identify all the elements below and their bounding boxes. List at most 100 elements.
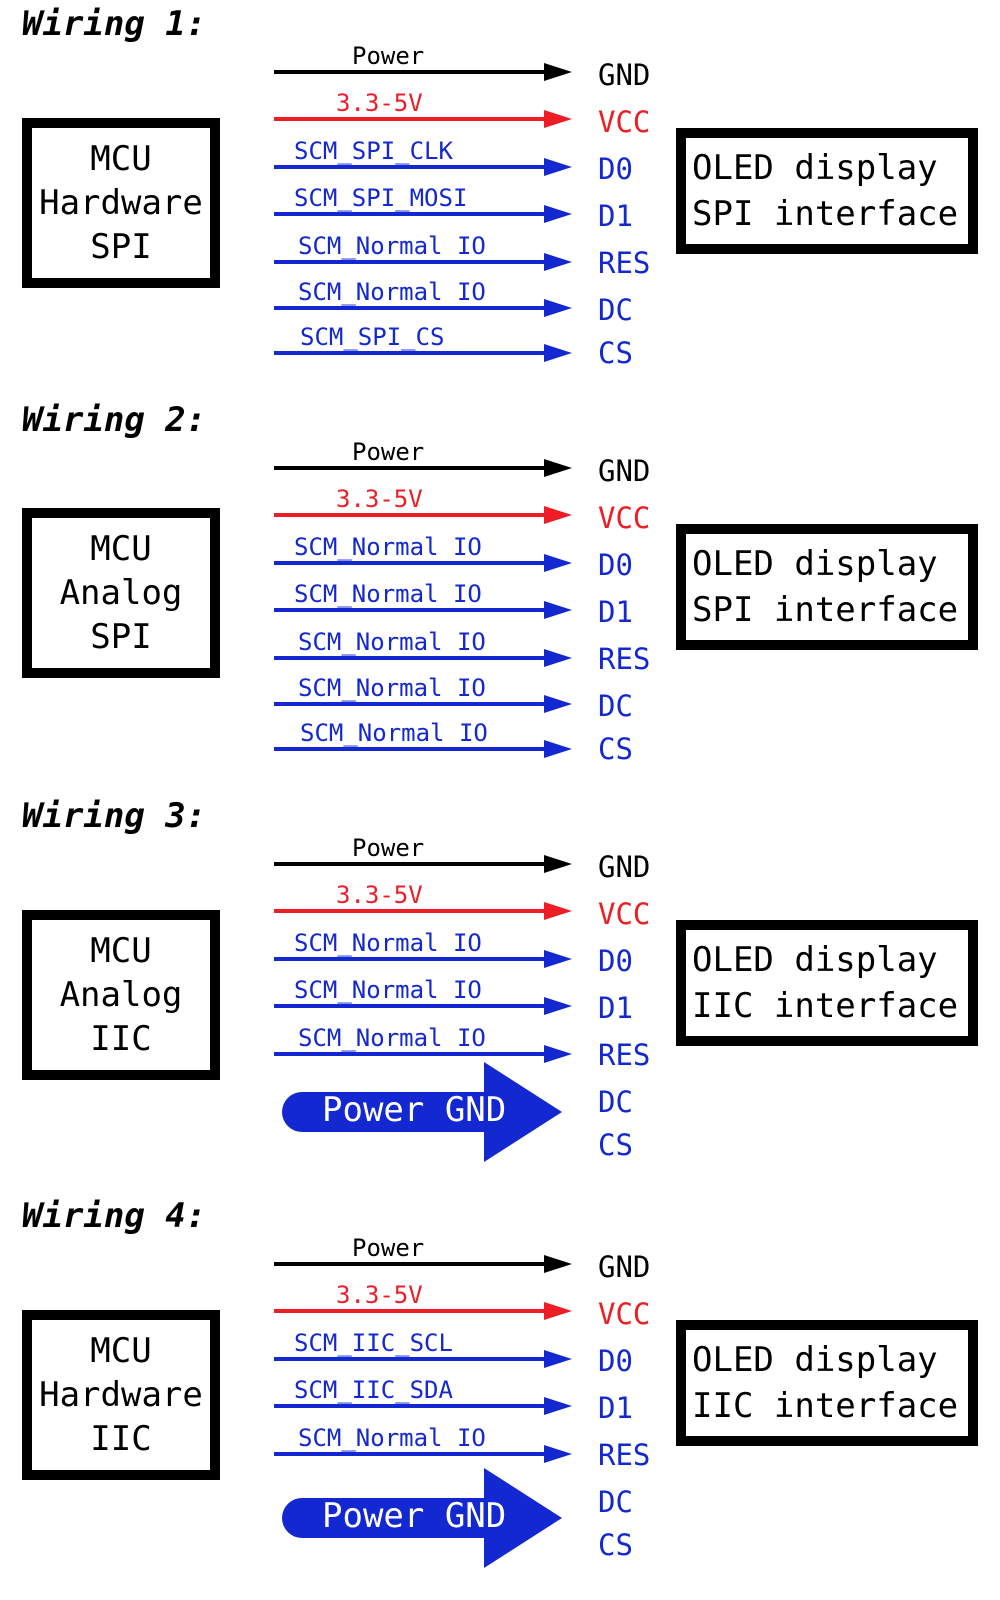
pin-label-gnd: GND xyxy=(598,454,651,488)
arrow-head-icon xyxy=(544,205,572,223)
arrow-line-icon xyxy=(274,253,572,271)
section-title: Wiring 1: xyxy=(22,4,207,44)
wire-arrow: SCM_Normal IO xyxy=(274,1424,574,1466)
arrow-head-icon xyxy=(544,344,572,362)
wire-arrow: 3.3-5V xyxy=(274,89,574,131)
arrow-head-icon xyxy=(544,63,572,81)
wire-arrow: SCM_Normal IO xyxy=(274,533,574,575)
arrow-head-icon xyxy=(544,695,572,713)
arrow-line-icon xyxy=(274,997,572,1015)
oled-box-line: OLED display xyxy=(692,1340,938,1380)
mcu-box-line: IIC xyxy=(90,1419,152,1459)
wire-arrow: SCM_Normal IO xyxy=(274,628,574,670)
pin-label-d0: D0 xyxy=(598,152,633,186)
pin-label-d1: D1 xyxy=(598,595,633,629)
arrow-head-icon xyxy=(544,158,572,176)
wire-arrow: SCM_IIC_SCL xyxy=(274,1329,574,1371)
pin-label-d0: D0 xyxy=(598,944,633,978)
wire-arrow: SCM_Normal IO xyxy=(274,674,574,716)
arrow-head-icon xyxy=(544,950,572,968)
wire-arrow: SCM_Normal IO xyxy=(274,232,574,274)
wire-arrow: Power xyxy=(274,834,574,876)
mcu-box-line: Hardware xyxy=(39,183,203,223)
arrow-line-icon xyxy=(274,158,572,176)
arrow-line-icon xyxy=(274,649,572,667)
wire-arrow: SCM_SPI_CLK xyxy=(274,137,574,179)
wire-label: SCM_Normal IO xyxy=(294,580,482,608)
arrow-head-icon xyxy=(544,1255,572,1273)
pin-label-gnd: GND xyxy=(598,58,651,92)
arrow-head-icon xyxy=(544,110,572,128)
wire-label: Power xyxy=(352,834,425,862)
pin-label-d0: D0 xyxy=(598,548,633,582)
mcu-box-line: Analog xyxy=(59,573,183,613)
wire-label: 3.3-5V xyxy=(336,1281,423,1309)
wire-arrow: 3.3-5V xyxy=(274,485,574,527)
arrow-line-icon xyxy=(274,855,572,873)
big-arrow-label: Power GND xyxy=(322,1496,507,1536)
pin-label-gnd: GND xyxy=(598,850,651,884)
mcu-box-line: MCU xyxy=(90,139,152,179)
pin-label-res: RES xyxy=(598,642,651,676)
arrow-head-icon xyxy=(544,299,572,317)
mcu-box-line: IIC xyxy=(90,1019,152,1059)
pin-label-dc: DC xyxy=(598,1085,633,1119)
mcu-box-line: MCU xyxy=(90,1331,152,1371)
oled-box-line: OLED display xyxy=(692,148,938,188)
mcu-box-line: MCU xyxy=(90,529,152,569)
wire-arrow: SCM_Normal IO xyxy=(274,929,574,971)
arrow-line-icon xyxy=(274,1302,572,1320)
arrow-line-icon xyxy=(274,110,572,128)
mcu-box-line: SPI xyxy=(90,617,152,657)
arrow-head-icon xyxy=(544,1350,572,1368)
pin-label-vcc: VCC xyxy=(598,1297,651,1331)
big-arrow-icon xyxy=(282,1062,562,1162)
wire-label: SCM_Normal IO xyxy=(298,232,486,260)
oled-box-line: IIC interface xyxy=(692,986,959,1026)
pin-label-vcc: VCC xyxy=(598,105,651,139)
wire-arrow: SCM_Normal IO xyxy=(274,580,574,622)
pin-label-res: RES xyxy=(598,1438,651,1472)
wire-label: SCM_Normal IO xyxy=(298,1024,486,1052)
arrow-head-icon xyxy=(544,902,572,920)
pin-label-cs: CS xyxy=(598,1128,633,1162)
arrow-head-icon xyxy=(544,1045,572,1063)
wire-arrow: SCM_Normal IO xyxy=(274,278,574,320)
pin-label-dc: DC xyxy=(598,1485,633,1519)
wire-label: SCM_SPI_CLK xyxy=(294,137,453,165)
oled-box-line: SPI interface xyxy=(692,194,959,234)
arrow-line-icon xyxy=(274,1255,572,1273)
arrow-line-icon xyxy=(274,506,572,524)
arrow-line-icon xyxy=(274,1397,572,1415)
section-title: Wiring 2: xyxy=(22,400,207,440)
pin-label-cs: CS xyxy=(598,1528,633,1562)
mcu-box-line: Hardware xyxy=(39,1375,203,1415)
arrow-line-icon xyxy=(274,1045,572,1063)
arrow-head-icon xyxy=(544,1445,572,1463)
pin-label-gnd: GND xyxy=(598,1250,651,1284)
wire-arrow: 3.3-5V xyxy=(274,881,574,923)
wire-label: SCM_Normal IO xyxy=(298,628,486,656)
pin-label-cs: CS xyxy=(598,336,633,370)
wire-arrow: 3.3-5V xyxy=(274,1281,574,1323)
big-arrow-label: Power GND xyxy=(322,1090,507,1130)
wire-label: Power xyxy=(352,438,425,466)
arrow-line-icon xyxy=(274,1350,572,1368)
section-title: Wiring 3: xyxy=(22,796,207,836)
arrow-line-icon xyxy=(274,459,572,477)
arrow-head-icon xyxy=(544,1302,572,1320)
pin-label-res: RES xyxy=(598,1038,651,1072)
oled-box-line: SPI interface xyxy=(692,590,959,630)
big-arrow-shape xyxy=(282,1062,562,1162)
oled-box-line: OLED display xyxy=(692,544,938,584)
arrow-head-icon xyxy=(544,855,572,873)
wire-label: SCM_SPI_CS xyxy=(300,323,445,351)
